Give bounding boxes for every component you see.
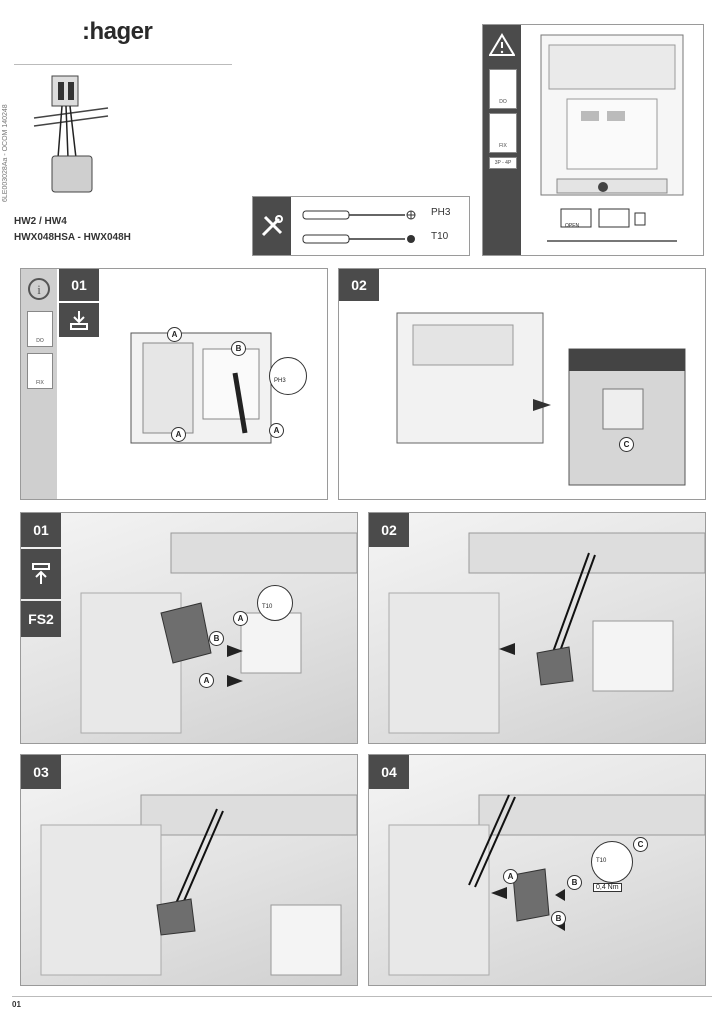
callout-b: B bbox=[231, 341, 246, 356]
tool-t10-label: T10 bbox=[431, 231, 449, 242]
bottom-step-01-panel: 01 FS2 A B A T10 bbox=[20, 512, 358, 744]
callout-a: A bbox=[171, 427, 186, 442]
tag-3p-4p: 3P - 4P bbox=[489, 157, 517, 169]
callout-a: A bbox=[167, 327, 182, 342]
insert-icon-box bbox=[21, 549, 61, 599]
wrench-screwdriver-icon bbox=[261, 215, 283, 237]
warning-panel: DO FIX 3P - 4P OPEN bbox=[482, 24, 704, 256]
callout-b: B bbox=[551, 911, 566, 926]
tools-panel: PH3 T10 bbox=[252, 196, 470, 256]
fs2-label: FS2 bbox=[21, 601, 61, 637]
auxiliary-wiring-photo bbox=[40, 794, 357, 976]
auxiliary-install-photo bbox=[388, 794, 705, 976]
document-reference: 6LE003028Aa - OCOM 140248 bbox=[2, 104, 9, 202]
step-number: 01 bbox=[21, 513, 61, 547]
warning-triangle-icon bbox=[489, 33, 515, 56]
tool-ph3-label: PH3 bbox=[431, 207, 451, 218]
brand-logo: :hager bbox=[82, 18, 153, 45]
auxiliary-removal-photo bbox=[80, 532, 357, 734]
step-number: 03 bbox=[21, 755, 61, 789]
open-label: OPEN bbox=[565, 223, 580, 229]
tools-icon-box bbox=[253, 197, 291, 255]
info-icon: i bbox=[28, 278, 50, 300]
withdraw-arrow-icon bbox=[70, 311, 88, 330]
breaker-removal-drawing bbox=[130, 332, 272, 444]
bottom-step-02-panel: 02 bbox=[368, 512, 706, 744]
footer-divider bbox=[12, 996, 712, 997]
svg-text:i: i bbox=[37, 282, 41, 297]
callout-a: A bbox=[233, 611, 248, 626]
callout-a: A bbox=[269, 423, 284, 438]
callout-a: A bbox=[199, 673, 214, 688]
model-line-2: HWX048HSA - HWX048H bbox=[14, 232, 131, 243]
step-number: 01 bbox=[59, 269, 99, 301]
tag-fix: FIX bbox=[489, 113, 517, 153]
model-line-1: HW2 / HW4 bbox=[14, 216, 67, 227]
bottom-step-03-panel: 03 bbox=[20, 754, 358, 986]
top-step-02-panel: 02 C bbox=[338, 268, 706, 500]
callout-b: B bbox=[209, 631, 224, 646]
info-tag-fix: FIX bbox=[27, 353, 53, 389]
auxiliary-contact-illustration bbox=[33, 75, 109, 193]
top-step-01-panel: i DO FIX 01 A B A A PH3 bbox=[20, 268, 328, 500]
withdraw-icon-box bbox=[59, 303, 99, 337]
breaker-extraction-drawing bbox=[396, 312, 686, 486]
ph3-screwdriver-badge: PH3 bbox=[269, 357, 307, 395]
header-divider bbox=[14, 64, 232, 65]
callout-c: C bbox=[633, 837, 648, 852]
tag-do: DO bbox=[489, 69, 517, 109]
step-number: 04 bbox=[369, 755, 409, 789]
torque-screwdriver-badge: T10 bbox=[591, 841, 633, 883]
t10-screwdriver-badge: T10 bbox=[257, 585, 293, 621]
step-number: 02 bbox=[369, 513, 409, 547]
torque-value: 0,4 Nm bbox=[593, 883, 622, 892]
step-number: 02 bbox=[339, 269, 379, 301]
screwdriver-drawings bbox=[302, 210, 416, 244]
breaker-front-drawing bbox=[540, 34, 684, 242]
insert-arrow-icon bbox=[32, 563, 50, 584]
page-number: 01 bbox=[12, 1000, 21, 1009]
callout-c: C bbox=[619, 437, 634, 452]
auxiliary-extraction-photo bbox=[388, 532, 705, 734]
bottom-step-04-panel: 04 A B B C T10 0,4 Nm bbox=[368, 754, 706, 986]
callout-b: B bbox=[567, 875, 582, 890]
info-tag-do: DO bbox=[27, 311, 53, 347]
callout-a: A bbox=[503, 869, 518, 884]
